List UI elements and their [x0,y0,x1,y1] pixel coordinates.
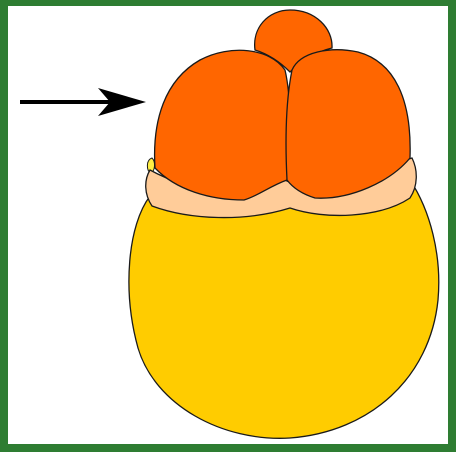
left-lobe [155,50,290,200]
pointer-arrow [20,88,146,116]
yolk-sphere [129,180,439,438]
